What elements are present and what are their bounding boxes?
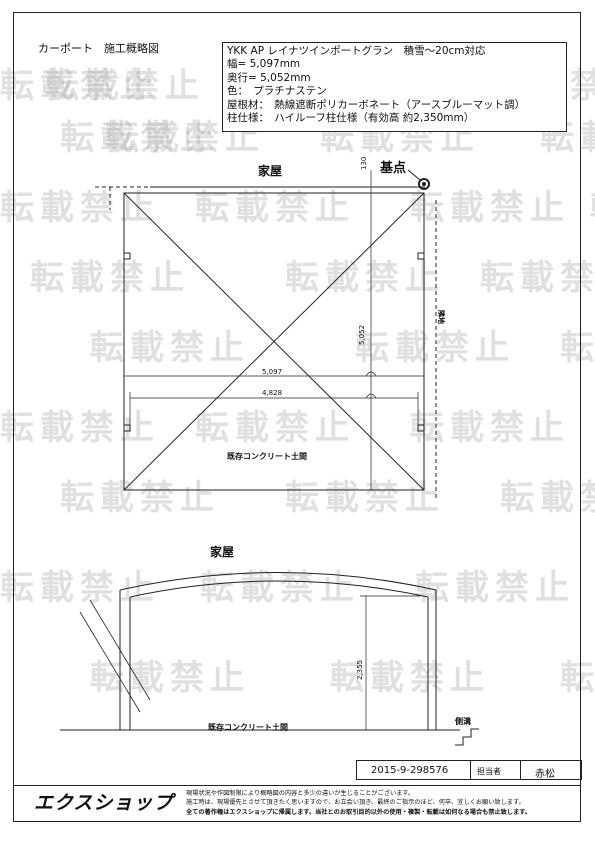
post-left-bottom <box>123 424 131 432</box>
page-frame <box>13 12 581 822</box>
dim-height-label: 2,355 <box>356 659 364 680</box>
base-point-label: 基点 <box>380 161 407 176</box>
spec-roof: 屋根材： 熱線遮断ポリカーボネート（アースブルーマット調） <box>227 98 526 111</box>
dim-inner-label: 4,828 <box>262 389 283 397</box>
footer-note-3: 全ての著作権はエクスショップに帰属します。当社とのお取引目的以外の使用・複製・転… <box>186 809 532 816</box>
gutter-label: 側溝 <box>455 717 471 726</box>
post-left-top <box>123 252 131 260</box>
person-label: 担当者 <box>477 767 501 776</box>
elevation-house-label: 家屋 <box>210 545 235 559</box>
dim-break-2 <box>365 393 377 399</box>
plan-house-label: 家屋 <box>258 164 283 178</box>
plan-side-label: 隣地 <box>437 310 445 324</box>
footer-divider <box>13 785 581 786</box>
post-right-bottom <box>417 424 425 432</box>
base-point-leader <box>407 169 421 181</box>
elevation-floor-label: 既存コンクリート土間 <box>208 723 288 732</box>
person-name: 赤松 <box>535 769 555 780</box>
base-point-center <box>422 182 426 186</box>
house-slope-line <box>89 599 151 701</box>
spec-pillar: 柱仕様： ハイルーフ柱仕様（有効高 約2,350mm） <box>227 112 475 125</box>
page-title: カーポート 施工概略図 <box>38 42 159 55</box>
company-logo: エクスショップ <box>34 792 174 814</box>
roof-outline <box>123 192 425 491</box>
dim-depth-label: 5,052 <box>358 324 366 345</box>
spec-model: YKK AP レイナツインポートグラン 積雪～20cm対応 <box>227 45 486 57</box>
gutter-shape <box>455 728 479 746</box>
spec-color: 色： プラチナステン <box>227 85 327 98</box>
dim-top-label: 130 <box>360 156 368 170</box>
spec-box: YKK AP レイナツインポートグラン 積雪～20cm対応 幅= 5,097mm… <box>222 42 567 132</box>
document-code: 2015-9-298576 <box>371 765 449 776</box>
document-info-box: 2015-9-298576 担当者 赤松 <box>356 760 582 780</box>
roof-arch-outer <box>119 572 437 591</box>
plan-floor-label: 既存コンクリート土間 <box>227 452 307 461</box>
footer-note-1: 現場状況や作図制限により概略図の内容と多少の違いが生じることがございます。 <box>186 790 415 797</box>
spec-depth: 奥行= 5,052mm <box>227 71 311 84</box>
info-divider-1 <box>470 760 471 780</box>
roof-diagonal-2 <box>123 192 425 491</box>
dim-width-label: 5,097 <box>262 368 283 376</box>
dim-break-1 <box>365 371 377 377</box>
roof-arch-inner <box>129 580 429 598</box>
info-divider-2 <box>520 760 521 780</box>
house-slope-line-2 <box>79 611 141 713</box>
spec-width: 幅= 5,097mm <box>227 58 301 71</box>
base-point-marker <box>418 178 430 190</box>
footer-note-2: 施工時は、現場優先とさせて頂きたく思いますので、お立会い頂き、最終のご指示のほど… <box>186 799 525 806</box>
post-right-top <box>417 252 425 260</box>
